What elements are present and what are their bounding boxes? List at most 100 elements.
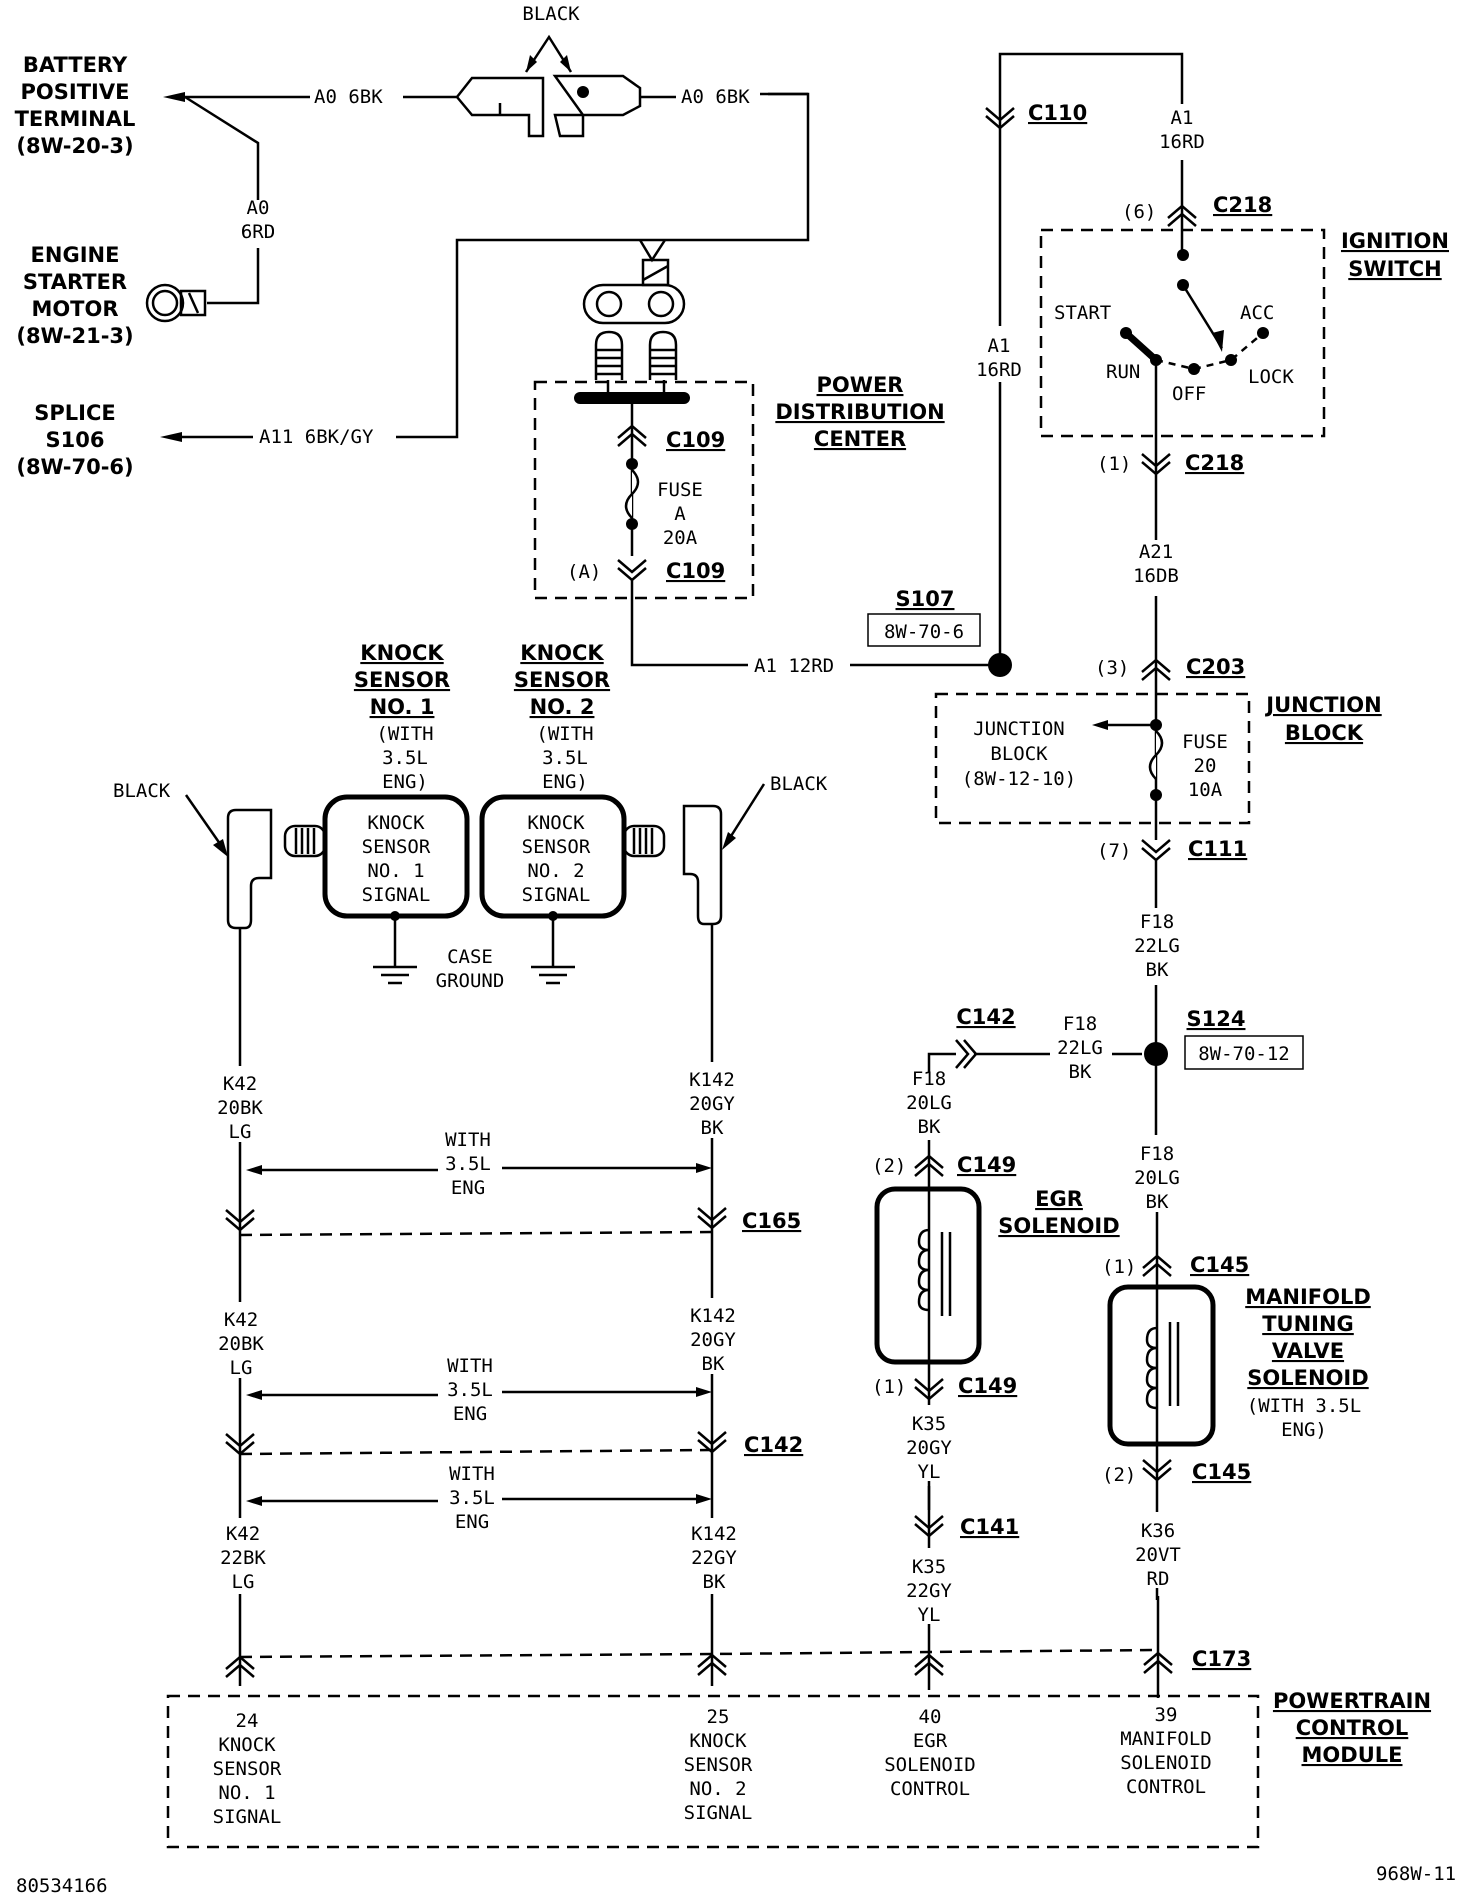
svg-text:C109: C109 xyxy=(666,559,725,583)
connector-c203: (3) C203 xyxy=(1095,655,1245,681)
text-line: A21 xyxy=(1139,541,1173,563)
text-line: SIGNAL xyxy=(362,884,431,906)
connector-c149-bottom: (1) C149 xyxy=(872,1374,1017,1401)
black-label-right: BLACK xyxy=(770,773,828,795)
text-line: KNOCK xyxy=(520,641,604,665)
text-line: BATTERY xyxy=(23,53,128,77)
text-line: TUNING xyxy=(1262,1312,1354,1336)
text-line: SENSOR xyxy=(213,1758,282,1780)
text-line: 22LG xyxy=(1057,1037,1103,1059)
text-line: SENSOR xyxy=(522,836,591,858)
text-line: SENSOR xyxy=(354,668,450,692)
text-line: YL xyxy=(918,1461,941,1483)
connector-c173: C173 xyxy=(225,1647,1251,1678)
connector-c109-bottom: (A) C109 xyxy=(567,559,725,583)
svg-text:C149: C149 xyxy=(958,1374,1017,1398)
page-reference: 968W-11 xyxy=(1376,1863,1456,1885)
text-line: VALVE xyxy=(1272,1339,1344,1363)
text-line: JUNCTION xyxy=(973,718,1065,740)
text-line: 20A xyxy=(663,527,698,549)
text-line: K142 xyxy=(690,1305,736,1327)
svg-text:(1): (1) xyxy=(1102,1256,1136,1278)
starter-terminal-icon xyxy=(145,283,207,323)
fuse-a-icon xyxy=(624,469,640,519)
text-line: K42 xyxy=(223,1073,257,1095)
text-line: K42 xyxy=(226,1523,260,1545)
text-line: K35 xyxy=(912,1556,946,1578)
text-line: BK xyxy=(702,1353,725,1375)
text-line: SOLENOID xyxy=(884,1754,976,1776)
knock-sensor-1-plug-icon xyxy=(226,808,273,930)
wire-a0-6bk-left: A0 6BK xyxy=(314,86,383,108)
svg-text:(2): (2) xyxy=(872,1155,906,1177)
text-line: ENG xyxy=(455,1511,489,1533)
text-line: MANIFOLD xyxy=(1120,1728,1212,1750)
text-line: F18 xyxy=(912,1068,946,1090)
connector-c141: C141 xyxy=(914,1515,1019,1539)
text-line: S106 xyxy=(46,428,105,452)
text-line: SOLENOID xyxy=(998,1214,1119,1238)
text-line: TERMINAL xyxy=(15,107,136,131)
text-line: 20 xyxy=(1194,755,1217,777)
connector-c149-top: (2) C149 xyxy=(872,1153,1016,1177)
text-line: JUNCTION xyxy=(1264,693,1381,717)
black-label-top: BLACK xyxy=(522,3,580,25)
text-line: NO. 2 xyxy=(530,695,595,719)
text-line: BK xyxy=(1146,1191,1169,1213)
text-line: SOLENOID xyxy=(1247,1366,1368,1390)
ign-pos-start: START xyxy=(1054,302,1111,324)
text-line: K36 xyxy=(1141,1520,1175,1542)
text-line: FUSE xyxy=(1182,731,1228,753)
text-line: (WITH 3.5L xyxy=(1247,1395,1361,1417)
text-line: WITH xyxy=(445,1129,491,1151)
ignition-switch-boundary xyxy=(1039,228,1326,438)
text-line: SIGNAL xyxy=(213,1806,282,1828)
pcm-boundary xyxy=(166,1694,1260,1849)
text-line: 3.5L xyxy=(542,747,588,769)
text-line: LG xyxy=(232,1571,255,1593)
text-line: WITH xyxy=(449,1463,495,1485)
connector-c110: C110 xyxy=(985,101,1087,130)
text-line: STARTER xyxy=(23,270,127,294)
text-line: A0 xyxy=(247,197,270,219)
text-line: SPLICE xyxy=(34,401,115,425)
text-line: POWERTRAIN xyxy=(1273,1689,1431,1713)
text-line: 3.5L xyxy=(382,747,428,769)
text-line: (8W-21-3) xyxy=(16,324,133,348)
text-line: SOLENOID xyxy=(1120,1752,1212,1774)
text-line: SENSOR xyxy=(514,668,610,692)
text-line: (8W-70-6) xyxy=(16,455,133,479)
svg-text:(6): (6) xyxy=(1122,201,1156,223)
text-line: 20GY xyxy=(689,1093,735,1115)
text-line: POWER xyxy=(817,373,904,397)
text-line: BK xyxy=(918,1116,941,1138)
text-line: 22GY xyxy=(691,1547,737,1569)
inline-connector-icon xyxy=(455,74,642,138)
text-line: IGNITION xyxy=(1341,229,1449,253)
text-line: K35 xyxy=(912,1413,946,1435)
text-line: 20BK xyxy=(217,1097,263,1119)
svg-text:8W-70-6: 8W-70-6 xyxy=(884,621,964,643)
text-line: 16DB xyxy=(1133,565,1179,587)
text-line: CASE xyxy=(447,946,493,968)
svg-text:C142: C142 xyxy=(744,1433,803,1457)
text-line: CONTROL xyxy=(1296,1716,1409,1740)
text-line: POSITIVE xyxy=(21,80,130,104)
